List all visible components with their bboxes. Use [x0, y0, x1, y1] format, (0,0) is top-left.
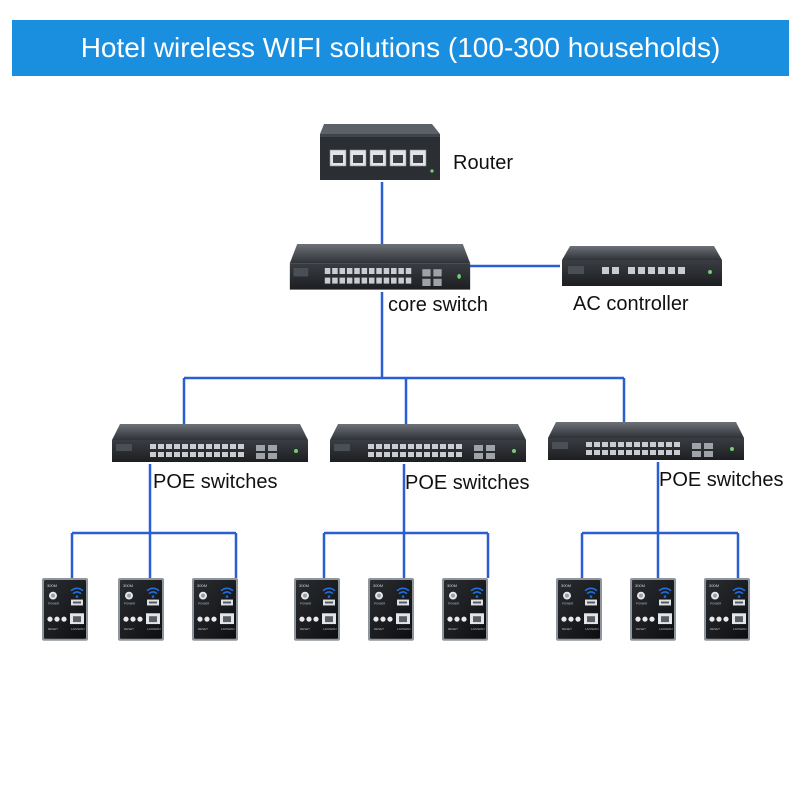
poe-switch-device-2	[330, 424, 526, 462]
title-banner: Hotel wireless WIFI solutions (100-300 h…	[12, 20, 789, 76]
wall-access-point	[367, 577, 415, 642]
wall-access-point	[191, 577, 239, 642]
poe-switch-label-2: POE switches	[405, 472, 530, 494]
ac-controller-label: AC controller	[573, 293, 689, 315]
poe-switch-device-1	[112, 424, 308, 462]
ac-controller-device	[562, 246, 722, 286]
poe-switch-device-3	[548, 422, 744, 460]
page-title: Hotel wireless WIFI solutions (100-300 h…	[80, 32, 721, 63]
router-device	[320, 124, 440, 180]
wall-access-point	[629, 577, 677, 642]
router-label: Router	[453, 152, 514, 174]
connection-links	[70, 182, 740, 578]
core-switch-device	[289, 244, 471, 290]
wall-access-point	[41, 577, 89, 642]
poe-switch-label-1: POE switches	[153, 471, 278, 493]
poe-switch-label-3: POE switches	[659, 469, 784, 491]
wall-access-point	[117, 577, 165, 642]
access-point-group-3	[555, 577, 751, 642]
access-point-group-1	[41, 577, 239, 642]
wall-access-point	[441, 577, 489, 642]
access-point-group-2	[293, 577, 489, 642]
wall-access-point	[293, 577, 341, 642]
wall-access-point	[555, 577, 603, 642]
core-switch-label: core switch	[388, 294, 489, 316]
wall-access-point	[703, 577, 751, 642]
